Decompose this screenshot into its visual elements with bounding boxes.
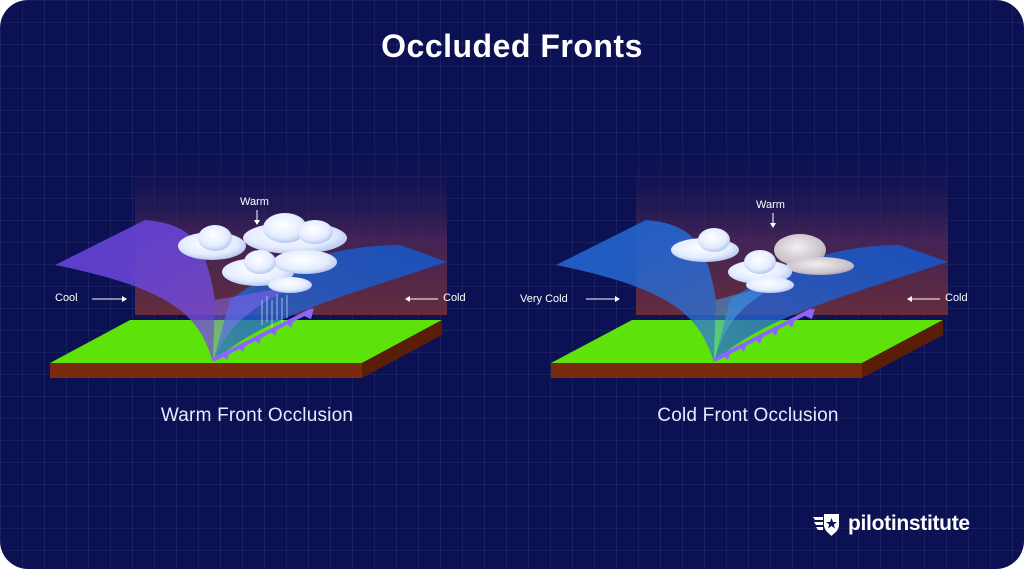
ground-side [362,320,442,378]
label-cool: Cool [55,292,78,304]
cold-occlusion-diagram [551,145,948,378]
label-warm-right: Warm [756,199,785,211]
cool-air-mass [55,220,215,362]
label-warm-left: Warm [240,196,269,208]
label-cold-left: Cold [443,292,466,304]
clouds [178,213,347,293]
occlusion-wedge-right [714,280,790,362]
label-very-cold: Very Cold [520,293,568,305]
cold-air-mass [213,245,447,362]
front-symbols [222,308,314,360]
caption-warm-occlusion: Warm Front Occlusion [160,405,354,426]
rain [261,294,288,328]
page-title: Occluded Fronts [381,28,643,64]
label-cold-right: Cold [945,292,968,304]
brand-name: pilotinstitute [848,512,970,535]
caption-cold-occlusion: Cold Front Occlusion [657,405,839,426]
occlusion-wedge [213,285,300,362]
wings-star-icon [813,514,839,536]
ground-side-right [862,320,943,378]
front-symbols-right [723,308,815,360]
brand-logo: pilotinstitute [812,509,970,539]
warm-occlusion-diagram [50,145,447,378]
ground-front-right [551,363,862,378]
ground-front [50,363,362,378]
clouds-right [671,228,854,293]
